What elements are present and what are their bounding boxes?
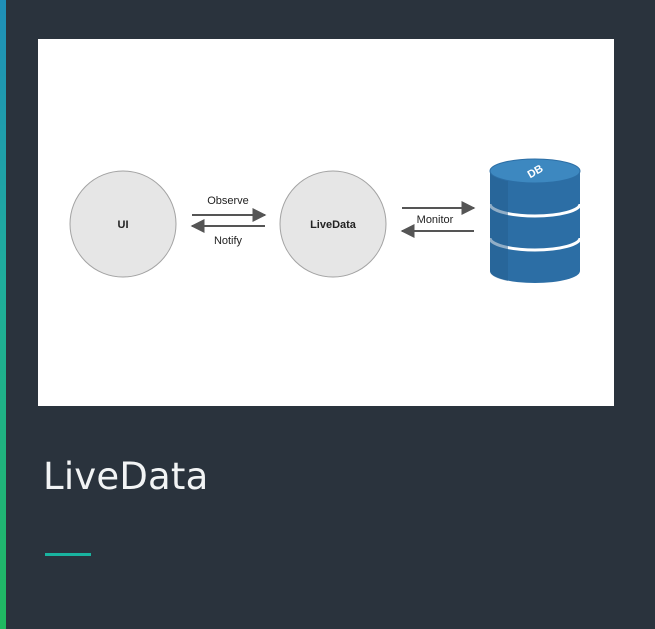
- livedata-node-label: LiveData: [310, 219, 357, 231]
- notify-arrow: Notify: [190, 219, 265, 247]
- notify-label: Notify: [214, 235, 243, 247]
- livedata-node: LiveData: [279, 170, 387, 278]
- monitor-label: Monitor: [417, 214, 454, 226]
- slide-title: LiveData: [43, 455, 209, 498]
- ui-node: UI: [69, 170, 177, 278]
- monitor-arrows: Monitor: [400, 201, 476, 238]
- diagram: UI Observe Notify LiveData Monitor: [69, 158, 582, 283]
- accent-bar: [0, 0, 6, 629]
- title-underline: [45, 553, 91, 556]
- observe-label: Observe: [207, 195, 249, 207]
- diagram-panel: UI Observe Notify LiveData Monitor: [38, 39, 614, 406]
- database-icon: DB: [488, 158, 582, 283]
- observe-arrow: Observe: [192, 195, 267, 222]
- ui-node-label: UI: [118, 219, 129, 231]
